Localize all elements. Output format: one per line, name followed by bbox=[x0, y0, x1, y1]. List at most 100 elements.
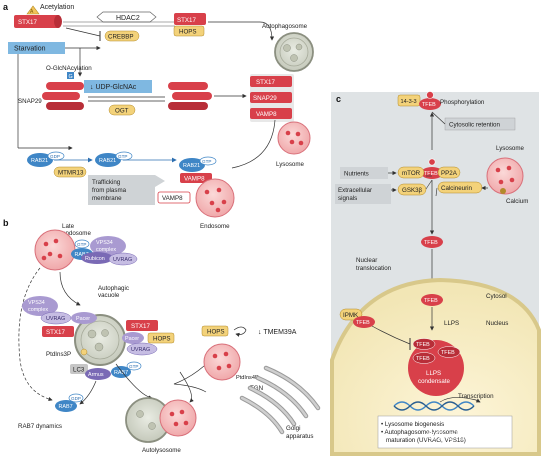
stx17-b: STX17 bbox=[42, 326, 74, 337]
transcription-label: Transcription bbox=[458, 393, 494, 400]
calcium-label: Calcium bbox=[506, 198, 528, 205]
snap29-left-protein bbox=[42, 82, 84, 110]
svg-text:HOPS: HOPS bbox=[179, 29, 197, 36]
rab7-gdp: GDP RAB7 bbox=[55, 393, 84, 412]
svg-text:MTMR13: MTMR13 bbox=[58, 170, 84, 177]
svg-text:↓ TMEM39A: ↓ TMEM39A bbox=[258, 329, 297, 336]
svg-text:TFEB: TFEB bbox=[416, 342, 430, 348]
panel-b-label: b bbox=[3, 218, 9, 228]
svg-text:complex: complex bbox=[28, 307, 48, 313]
svg-text:maturation (UVRAG, VPS18): maturation (UVRAG, VPS18) bbox=[386, 437, 466, 444]
lysosome-c-label: Lysosome bbox=[496, 145, 525, 152]
svg-text:UVRAG: UVRAG bbox=[113, 257, 132, 263]
calcineurin-box: Calcineurin bbox=[437, 181, 483, 194]
mtor-box: mTOR bbox=[397, 166, 425, 179]
svg-text:Autophagic: Autophagic bbox=[98, 285, 129, 292]
ptdins3p-label: PtdIns3P bbox=[46, 351, 71, 358]
panel-c: c 14-3-3 TFEB Phosphorylation Cytosolic … bbox=[330, 91, 541, 456]
svg-text:GDP: GDP bbox=[71, 396, 81, 401]
svg-text:RAB21: RAB21 bbox=[31, 158, 48, 164]
svg-text:GTP: GTP bbox=[129, 364, 138, 369]
svg-text:VPS34: VPS34 bbox=[28, 300, 45, 306]
rab21-membrane: RAB21 GTP bbox=[179, 156, 217, 172]
svg-text:Calcineurin: Calcineurin bbox=[441, 185, 473, 192]
hops-tmem39a: HOPS ↓ TMEM39A bbox=[201, 325, 297, 337]
svg-text:• Autophagosome-lysosome: • Autophagosome-lysosome bbox=[381, 429, 458, 436]
svg-text:from plasma: from plasma bbox=[92, 187, 127, 194]
udp-glcnac-box: ↓ UDP-GlcNAc bbox=[84, 80, 152, 93]
lc3-armus-rab7: LC3 Armus RAB7 GTP bbox=[70, 361, 142, 380]
tfeb-14-3-3: 14-3-3 TFEB bbox=[397, 91, 441, 110]
nutrients-box: Nutrients bbox=[340, 167, 388, 179]
lysosome-b bbox=[203, 343, 241, 381]
svg-text:HDAC2: HDAC2 bbox=[116, 15, 140, 22]
svg-text:RAB7: RAB7 bbox=[59, 404, 73, 410]
vamp8-membrane: VAMP8 bbox=[180, 173, 212, 183]
snare-complex: STX17 SNAP29 VAMP8 bbox=[250, 74, 294, 122]
mtmr13-box: MTMR13 bbox=[53, 166, 87, 178]
svg-text:Late: Late bbox=[62, 223, 75, 230]
svg-text:endosome: endosome bbox=[62, 230, 91, 237]
svg-text:STX17: STX17 bbox=[177, 17, 196, 24]
golgi-apparatus bbox=[239, 365, 321, 435]
svg-text:RAB7: RAB7 bbox=[114, 370, 128, 376]
tfeb-mid: TFEB bbox=[421, 236, 443, 248]
svg-text:GDP: GDP bbox=[50, 154, 60, 159]
late-endosome bbox=[34, 229, 76, 271]
svg-text:GTP: GTP bbox=[118, 154, 127, 159]
snap29-left-label: SNAP29 bbox=[18, 98, 42, 105]
panel-a-label: a bbox=[3, 2, 9, 12]
svg-text:TFEB: TFEB bbox=[441, 350, 455, 356]
autolysosome bbox=[125, 397, 197, 443]
svg-text:GTP: GTP bbox=[202, 159, 211, 164]
svg-text:Rubicon: Rubicon bbox=[85, 256, 105, 262]
starvation-box: Starvation bbox=[8, 42, 65, 54]
svg-text:Pacer: Pacer bbox=[125, 336, 139, 342]
o-glcnac-label: O-GlcNAcylation bbox=[46, 65, 92, 72]
outcome-box: • Lysosome biogenesis • Autophagosome-ly… bbox=[377, 415, 513, 449]
rab7-dynamics-label: RAB7 dynamics bbox=[18, 423, 62, 430]
cytosol-label: Cytosol bbox=[486, 293, 507, 300]
cytosolic-retention-box: Cytosolic retention bbox=[444, 117, 516, 131]
svg-text:TFEB: TFEB bbox=[416, 356, 430, 362]
svg-text:vacuole: vacuole bbox=[98, 292, 120, 299]
svg-text:HOPS: HOPS bbox=[153, 336, 171, 343]
nucleus-label: Nucleus bbox=[486, 320, 508, 327]
rab21-inactive: RAB21 GDP bbox=[27, 151, 65, 167]
svg-text:Cytosolic retention: Cytosolic retention bbox=[449, 122, 500, 129]
ptdins4p-label: PtdIns4P bbox=[236, 375, 259, 381]
svg-text:LLPS: LLPS bbox=[426, 370, 441, 377]
svg-text:VPS34: VPS34 bbox=[96, 240, 113, 246]
svg-text:UVRAG: UVRAG bbox=[46, 316, 65, 322]
ipmk-box: IPMK TFEB bbox=[339, 308, 375, 328]
svg-text:Armus: Armus bbox=[88, 372, 104, 378]
svg-text:RAB21: RAB21 bbox=[183, 163, 200, 169]
svg-text:VAMP8: VAMP8 bbox=[184, 176, 205, 183]
svg-text:Nutrients: Nutrients bbox=[344, 171, 369, 178]
lysosome-c bbox=[486, 157, 524, 195]
svg-text:G: G bbox=[69, 74, 73, 80]
gsk3b-box: GSK3β bbox=[397, 183, 427, 196]
vps34-complex-top: VPS34 complex Rubicon UVRAG bbox=[81, 236, 138, 266]
panel-a: a A Acetylation STX17 HDAC2 STX17 HOPS bbox=[3, 2, 314, 230]
svg-text:membrane: membrane bbox=[92, 195, 122, 202]
svg-text:IPMK: IPMK bbox=[343, 312, 359, 319]
stx17-right-protein: STX17 bbox=[174, 13, 206, 25]
autolysosome-label: Autolysosome bbox=[142, 447, 181, 454]
svg-text:VAMP8: VAMP8 bbox=[162, 195, 183, 202]
svg-text:↓ UDP-GlcNAc: ↓ UDP-GlcNAc bbox=[90, 84, 137, 91]
svg-text:Pacer: Pacer bbox=[76, 316, 90, 322]
svg-text:UVRAG: UVRAG bbox=[131, 347, 150, 353]
pp2a-box: PP2A bbox=[437, 166, 461, 179]
svg-text:Extracellular: Extracellular bbox=[338, 187, 372, 194]
svg-text:STX17: STX17 bbox=[256, 79, 275, 86]
llps-label: LLPS bbox=[444, 320, 459, 327]
svg-text:TFEB: TFEB bbox=[424, 171, 438, 177]
phosphorylation-label: Phosphorylation bbox=[440, 99, 485, 106]
autophagic-vacuole bbox=[74, 314, 126, 366]
svg-text:mTOR: mTOR bbox=[402, 170, 421, 177]
lysosome-a-label: Lysosome bbox=[276, 161, 305, 168]
llps-condensate: TFEB TFEB TFEB LLPS condensate bbox=[408, 338, 464, 396]
ogt-box: OGT bbox=[108, 104, 136, 116]
watermark: 知乎 @阿佰生物 bbox=[426, 430, 492, 441]
